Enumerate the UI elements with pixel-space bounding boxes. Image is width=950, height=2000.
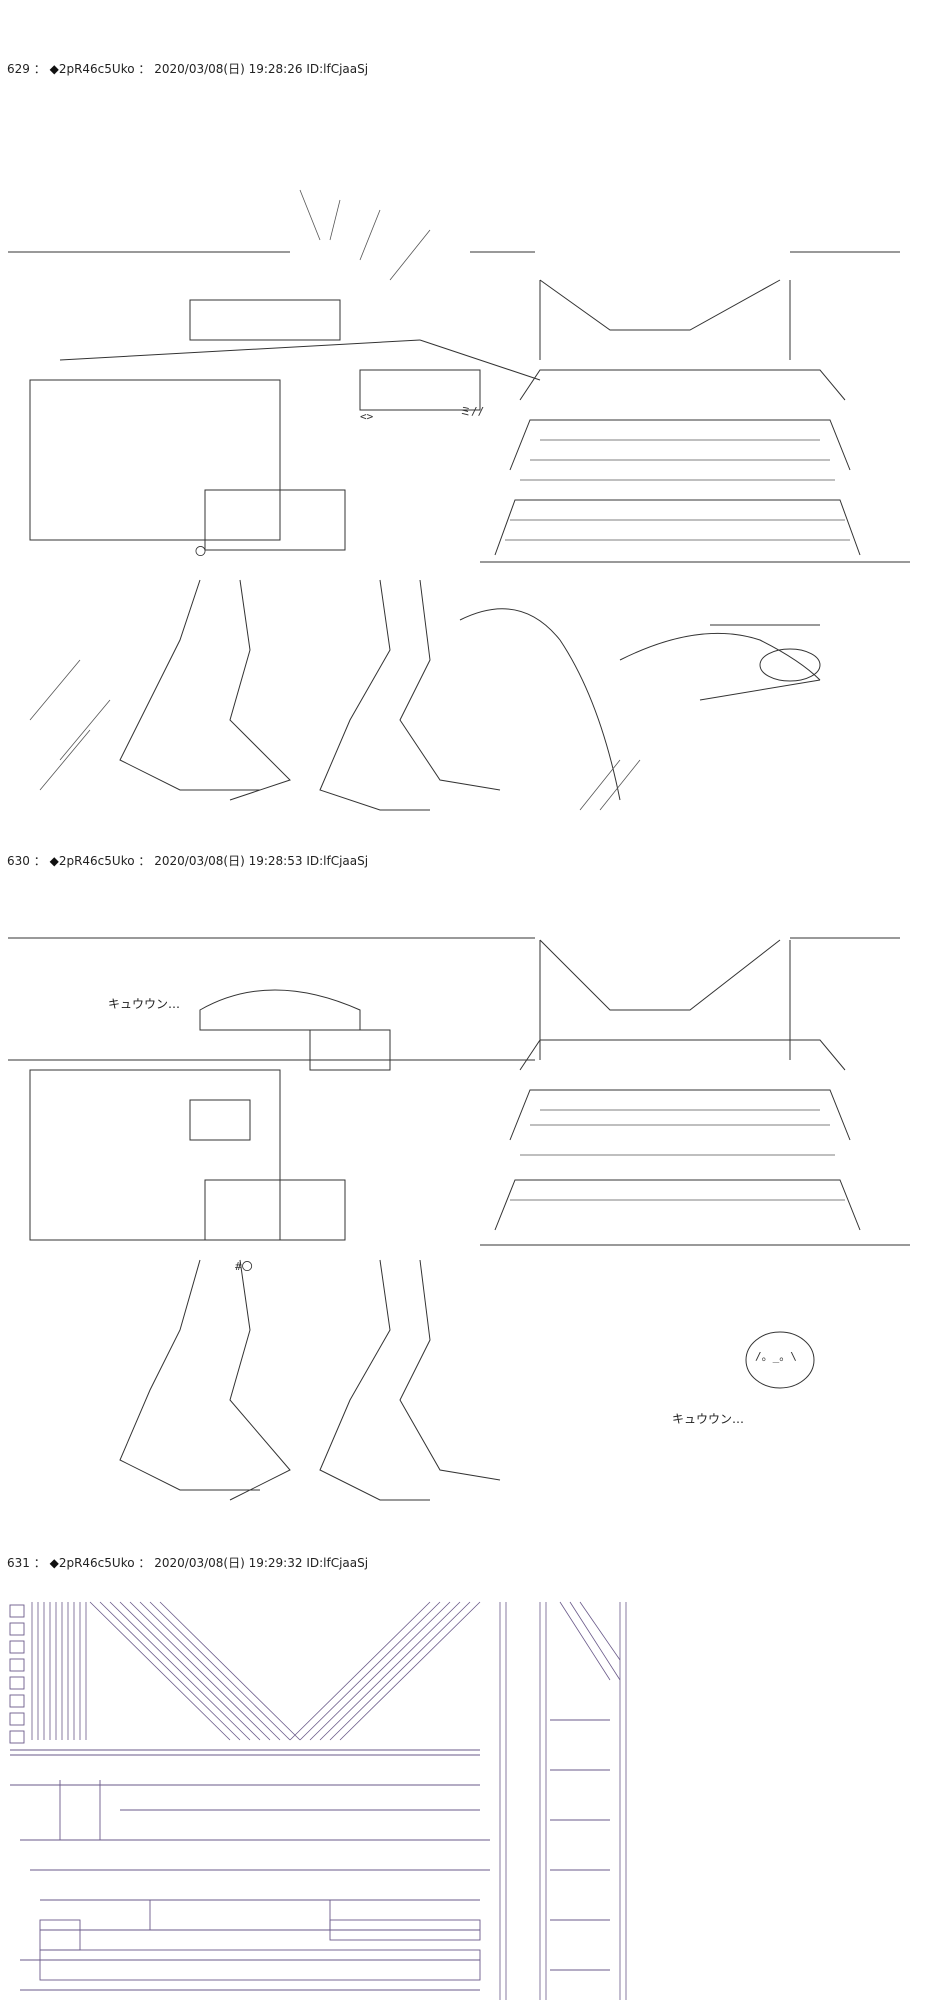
post-header: 630 ： ◆2pR46c5Uko ： 2020/03/08(日) 19:28:… xyxy=(7,854,369,868)
post-number: 630 xyxy=(7,854,30,868)
svg-text:ミ//: ミ// xyxy=(460,405,484,418)
post-header: 631 ： ◆2pR46c5Uko ： 2020/03/08(日) 19:29:… xyxy=(7,1556,369,1570)
svg-text:#〇: #〇 xyxy=(235,1260,253,1273)
sound-effect-caption: キュウウン… xyxy=(672,1412,745,1426)
ascii-art-robot-scene: ミ// <> 〇 xyxy=(0,0,950,860)
post-number: 629 xyxy=(7,62,30,76)
sound-effect-caption: キュウウン… xyxy=(108,997,181,1011)
trip-code: 2pR46c5Uko xyxy=(58,1556,135,1570)
post-date: 2020/03/08(日) 19:28:26 xyxy=(154,62,303,76)
ascii-art-interior-scene xyxy=(0,1540,950,2000)
ascii-art-robot-standing: /。_。\ #〇 xyxy=(0,860,950,1540)
post-id: ID:lfCjaaSj xyxy=(306,1556,369,1570)
post-date: 2020/03/08(日) 19:29:32 xyxy=(154,1556,303,1570)
svg-text:〇: 〇 xyxy=(195,545,206,558)
post-631: 631 ： ◆2pR46c5Uko ： 2020/03/08(日) 19:29:… xyxy=(0,1540,950,2000)
post-id: ID:lfCjaaSj xyxy=(306,62,369,76)
trip-code: 2pR46c5Uko xyxy=(58,62,135,76)
trip-code: 2pR46c5Uko xyxy=(58,854,135,868)
post-date: 2020/03/08(日) 19:28:53 xyxy=(154,854,303,868)
post-630: 630 ： ◆2pR46c5Uko ： 2020/03/08(日) 19:28:… xyxy=(0,854,950,1540)
svg-text:<>: <> xyxy=(360,410,374,423)
post-header: 629 ： ◆2pR46c5Uko ： 2020/03/08(日) 19:28:… xyxy=(7,62,369,76)
post-number: 631 xyxy=(7,1556,30,1570)
trip-marker: ◆ xyxy=(49,854,59,868)
post-629: 629 ： ◆2pR46c5Uko ： 2020/03/08(日) 19:28:… xyxy=(0,0,950,860)
trip-marker: ◆ xyxy=(49,62,59,76)
post-id: ID:lfCjaaSj xyxy=(306,854,369,868)
svg-text:/。_。\: /。_。\ xyxy=(755,1350,797,1363)
trip-marker: ◆ xyxy=(49,1556,59,1570)
